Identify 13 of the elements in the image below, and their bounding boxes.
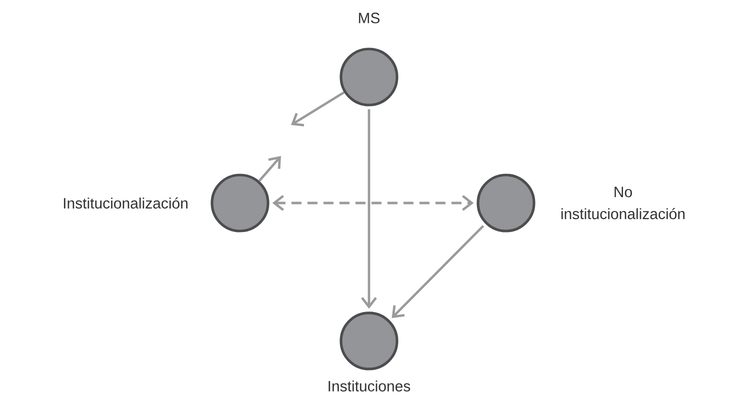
node-label: MS — [358, 12, 380, 24]
node-label: No institucionalización — [561, 186, 685, 220]
node-label: Institucionalización — [64, 197, 188, 209]
circle-node — [210, 174, 270, 232]
circle-node — [340, 312, 398, 370]
circle-node — [476, 174, 536, 232]
arrow — [258, 156, 281, 182]
arrow — [291, 91, 345, 126]
node-label: Instituciones — [328, 380, 410, 392]
arrow — [392, 225, 484, 318]
arrow — [272, 195, 474, 211]
arrow — [361, 109, 377, 309]
circle-node — [340, 48, 398, 106]
